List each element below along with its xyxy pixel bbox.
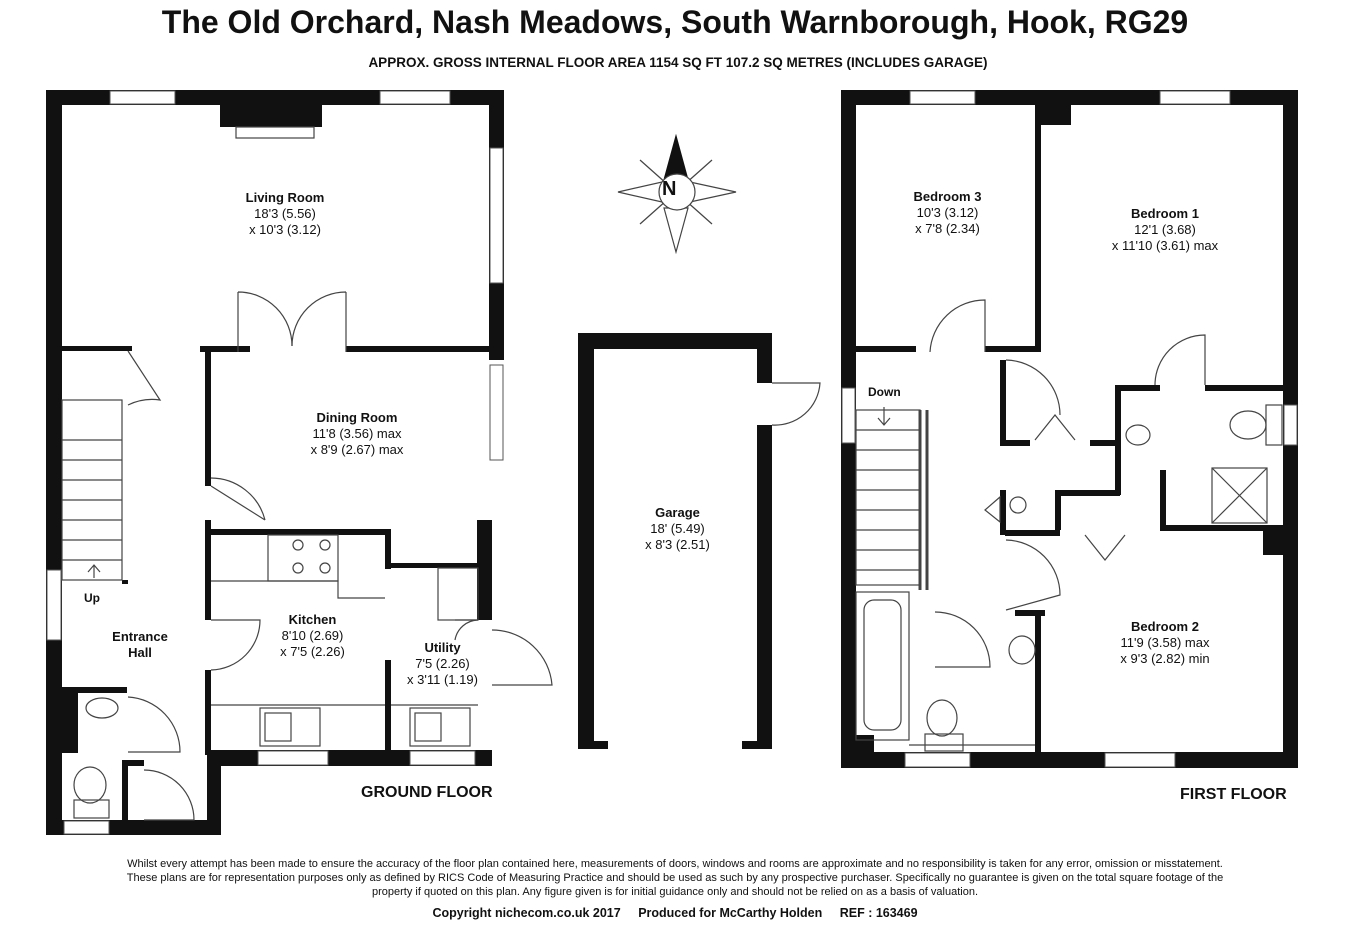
produced-for-text: Produced for McCarthy Holden bbox=[638, 906, 823, 920]
room-utility: Utility 7'5 (2.26) x 3'11 (1.19) bbox=[407, 640, 478, 687]
room-kitchen: Kitchen 8'10 (2.69) x 7'5 (2.26) bbox=[280, 612, 345, 659]
fixtures-and-doors bbox=[61, 126, 1283, 821]
room-garage: Garage 18' (5.49) x 8'3 (2.51) bbox=[645, 505, 710, 552]
stairs-down-label: Down bbox=[868, 385, 901, 399]
room-entrance-hall: Entrance Hall bbox=[112, 629, 168, 660]
windows bbox=[46, 90, 1298, 835]
compass-north-label: N bbox=[662, 178, 677, 200]
reference-text: REF : 163469 bbox=[839, 906, 918, 920]
room-bedroom-3: Bedroom 3 10'3 (3.12) x 7'8 (2.34) bbox=[913, 189, 982, 236]
room-bedroom-2: Bedroom 2 11'9 (3.58) max x 9'3 (2.82) m… bbox=[1120, 619, 1210, 666]
disclaimer-text: Whilst every attempt has been made to en… bbox=[126, 858, 1224, 898]
first-floor-label: FIRST FLOOR bbox=[1180, 786, 1287, 803]
room-bedroom-1: Bedroom 1 12'1 (3.68) x 11'10 (3.61) max bbox=[1111, 206, 1219, 253]
room-dining-room: Dining Room 11'8 (3.56) max x 8'9 (2.67)… bbox=[310, 410, 404, 457]
room-living-room: Living Room 18'3 (5.56) x 10'3 (3.12) bbox=[245, 190, 325, 237]
copyright-text: Copyright nichecom.co.uk 2017 bbox=[432, 906, 621, 920]
floor-area-subtitle: APPROX. GROSS INTERNAL FLOOR AREA 1154 S… bbox=[368, 55, 988, 70]
stairs-up-label: Up bbox=[84, 591, 100, 605]
ground-floor-label: GROUND FLOOR bbox=[361, 784, 493, 801]
plan-title: The Old Orchard, Nash Meadows, South War… bbox=[161, 4, 1189, 40]
footer: Copyright nichecom.co.uk 2017 Produced f… bbox=[0, 906, 1350, 920]
